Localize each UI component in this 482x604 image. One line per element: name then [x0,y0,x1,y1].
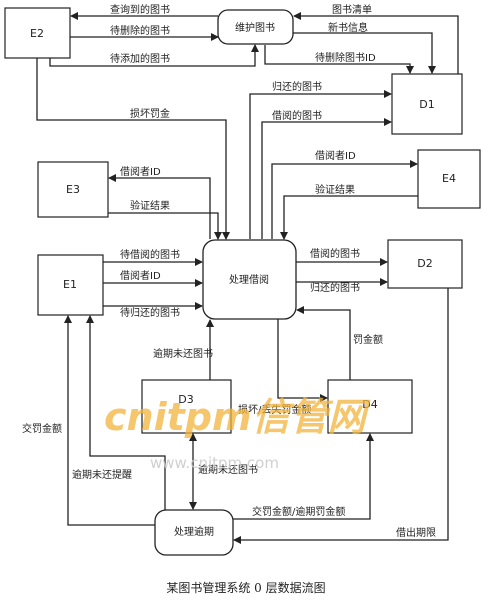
flow-damage-lost-fine [277,319,328,402]
flow-label-book-list: 图书清单 [332,3,372,16]
process-borrow [202,239,297,320]
flow-to-delete-book-id [264,45,414,74]
flow-overdue-reminder [86,315,166,510]
entity-e2-label: E2 [30,27,44,40]
flow-label-overdue-unreturned-2: 逾期未还图书 [198,463,258,476]
store-d2-label: D2 [417,257,432,270]
flow-label-borrower-id-e1: 借阅者ID [120,269,161,282]
flow-pay-fine [64,315,155,526]
entity-e3-label: E3 [66,183,80,196]
flow-label-to-delete-books: 待删除的图书 [110,24,170,37]
flow-label-borrower-id-e4: 借阅者ID [315,149,356,162]
flow-label-exceed-limit: 借出期限 [396,526,436,539]
flow-label-borrowed-books-d2: 借阅的图书 [310,247,360,260]
entity-e2 [4,7,71,59]
watermark-brand: cnitpm信管网 [104,395,371,439]
flow-label-pay-fine-overdue: 交罚金额/逾期罚金额 [252,505,345,518]
store-d4-label: D4 [362,398,377,411]
process-overdue-label: 处理逾期 [174,525,214,538]
flow-label-verify-result-e3: 验证结果 [130,199,170,212]
process-overdue [154,509,234,556]
flow-verify-result-e4 [280,195,418,240]
flow-label-verify-result-e4: 验证结果 [315,183,355,196]
flow-label-overdue-unreturned: 逾期未还图书 [153,347,213,360]
flow-label-returned-books-d2: 归还的图书 [310,281,360,294]
flow-borrowed-books-d1 [261,118,392,239]
flow-borrower-id-e3 [108,174,211,239]
flow-damage-fine [36,58,230,240]
flow-exceed-limit [233,288,449,544]
flow-label-to-add-books: 待添加的图书 [110,52,170,65]
flow-label-to-delete-book-id: 待删除图书ID [315,51,376,64]
entity-e4-label: E4 [442,172,456,185]
flow-new-book-info [293,32,436,74]
flow-borrower-id-e4 [271,160,418,239]
flow-label-to-borrow-books: 待借阅的图书 [120,248,180,261]
store-d3 [141,379,232,434]
flow-label-query-books: 查询到的图书 [110,3,170,16]
flow-label-to-return-books: 待归还的图书 [120,306,180,319]
process-maintain-label: 维护图书 [235,21,275,34]
flow-label-returned-books: 归还的图书 [272,80,322,93]
flow-label-borrowed-books-d1: 借阅的图书 [272,109,322,122]
flow-verify-result-e3 [108,212,222,240]
store-d1 [391,73,463,135]
flow-label-borrower-id-e3: 借阅者ID [120,165,161,178]
process-borrow-label: 处理借阅 [229,273,269,286]
flow-label-damage-lost-fine: 损坏/丢失罚金额 [238,403,311,416]
store-d2 [387,239,463,289]
flow-label-new-book-info: 新书信息 [328,21,368,34]
flow-returned-books [249,90,392,239]
flow-label-damage-fine: 损坏罚金 [130,107,170,120]
entity-e4 [417,149,481,209]
flow-to-add-books [49,44,259,67]
flow-pay-fine-overdue [233,433,374,520]
flow-label-pay-fine: 交罚金额 [22,422,62,435]
watermark-url: www.cnitpm.com [150,454,279,472]
diagram-caption: 某图书管理系统 0 层数据流图 [166,580,325,595]
flow-fine-amount [296,306,351,380]
flow-book-list [293,12,459,74]
store-d4 [327,379,413,434]
entity-e1-label: E1 [63,278,77,291]
flow-label-fine-amount: 罚金额 [353,333,383,346]
flow-label-overdue-reminder: 逾期未还提醒 [72,468,132,481]
store-d1-label: D1 [419,98,434,111]
store-d3-label: D3 [178,393,193,406]
entity-e3 [37,161,109,218]
